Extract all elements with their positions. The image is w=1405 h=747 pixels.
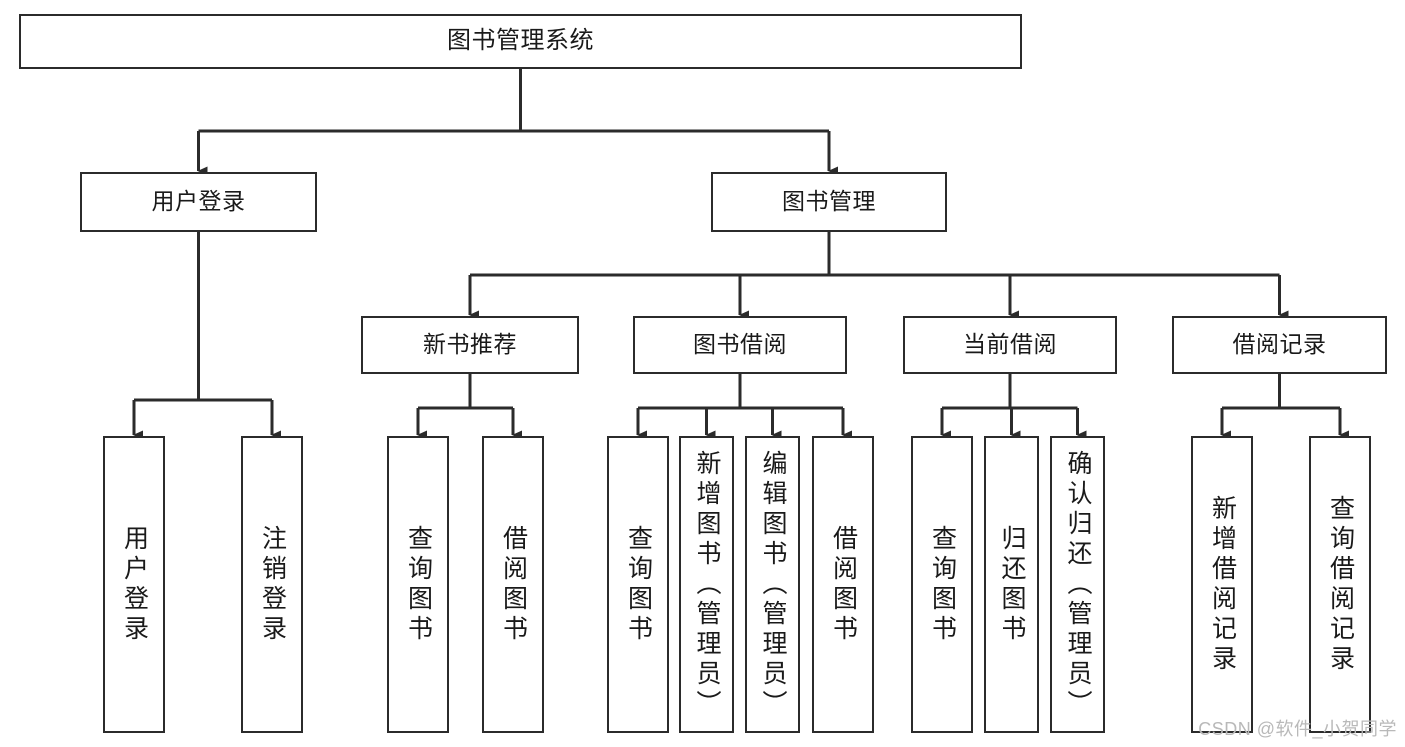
node-label: 借阅图书 [499,524,528,645]
node-label: 编辑图书（管理员） [759,449,787,720]
node-label: 新增借阅记录 [1208,494,1237,675]
node-newbook: 新书推荐 [361,316,579,374]
node-l-qrybook3: 查询图书 [911,436,973,733]
node-l-confret: 确认归还（管理员） [1050,436,1105,733]
node-l-login: 用户登录 [103,436,165,733]
node-l-qrybook2: 查询图书 [607,436,669,733]
node-label: 确认归还（管理员） [1064,449,1092,720]
node-label: 新书推荐 [423,331,517,358]
node-l-editbook: 编辑图书（管理员） [745,436,800,733]
node-l-logout: 注销登录 [241,436,303,733]
node-label: 新增图书（管理员） [693,449,721,720]
node-borrow: 图书借阅 [633,316,847,374]
node-label: 当前借阅 [963,331,1057,358]
node-label: 用户登录 [120,524,149,645]
node-label: 注销登录 [258,524,287,645]
node-login: 用户登录 [80,172,317,232]
node-label: 查询图书 [624,524,653,645]
node-l-addbook: 新增图书（管理员） [679,436,734,733]
node-bookmgmt: 图书管理 [711,172,947,232]
node-label: 图书借阅 [693,331,787,358]
node-label: 借阅记录 [1232,331,1327,358]
node-label: 归还图书 [998,524,1026,645]
node-label: 查询图书 [928,524,957,645]
node-l-brwbook2: 借阅图书 [812,436,874,733]
node-l-retbook: 归还图书 [984,436,1039,733]
node-current: 当前借阅 [903,316,1117,374]
watermark-text: CSDN @软件_小贺同学 [1198,719,1397,739]
node-label: 查询借阅记录 [1326,494,1355,675]
node-label: 借阅图书 [829,524,858,645]
node-label: 图书管理 [782,188,876,215]
node-label: 查询图书 [404,524,433,645]
node-l-brwbook1: 借阅图书 [482,436,544,733]
node-label: 用户登录 [151,188,246,215]
node-root: 图书管理系统 [19,14,1022,69]
node-l-addrec: 新增借阅记录 [1191,436,1253,733]
node-label: 图书管理系统 [447,27,594,55]
node-l-qrybook1: 查询图书 [387,436,449,733]
node-records: 借阅记录 [1172,316,1387,374]
node-l-qryrec: 查询借阅记录 [1309,436,1371,733]
